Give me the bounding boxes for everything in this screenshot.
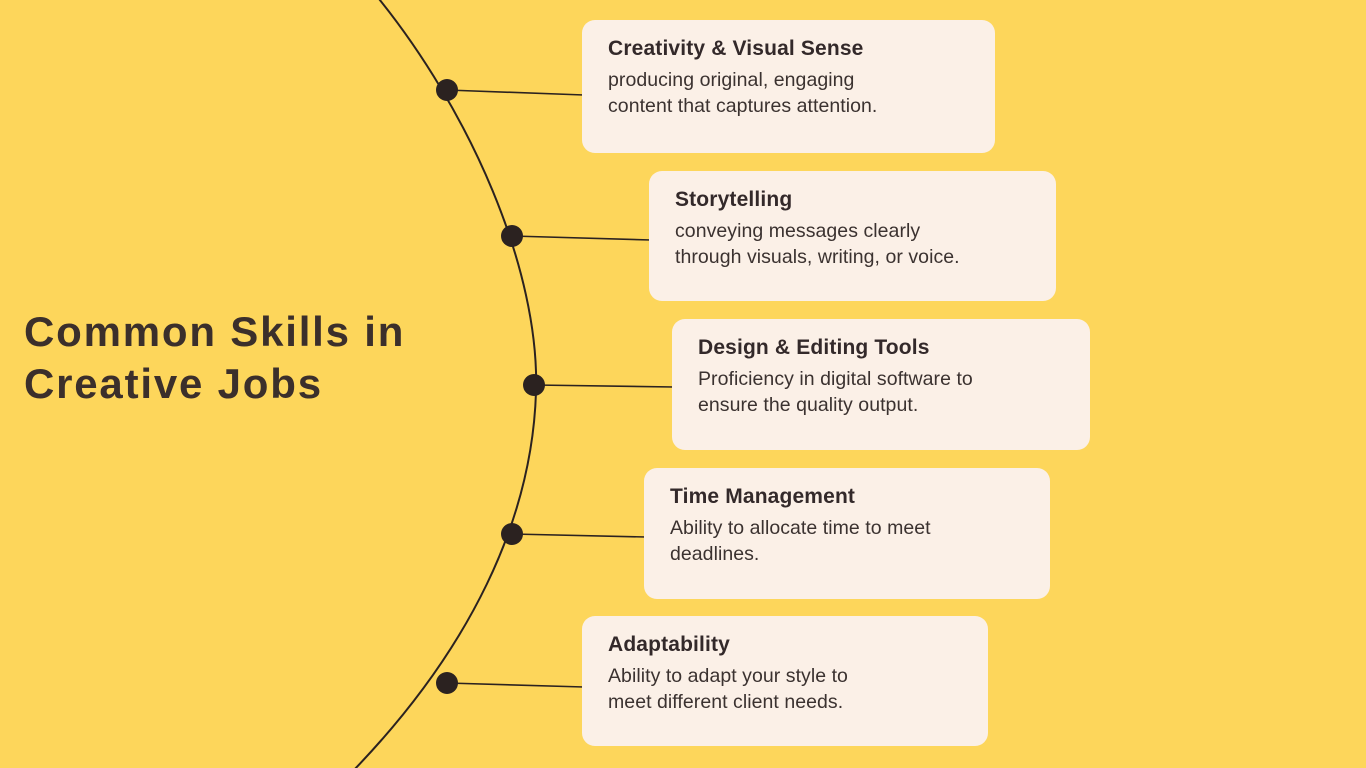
skill-card-title: Adaptability [608,633,730,656]
skill-card-description: producing original, engaging content tha… [608,69,878,117]
connector-line-5 [446,682,585,688]
skill-card-description: Ability to allocate time to meet deadlin… [670,517,931,565]
page-title: Common Skills in Creative Jobs [24,308,406,407]
node-dot-4 [501,523,523,545]
connector-line-2 [511,235,652,241]
connector-line-3 [533,384,675,388]
skill-card-title: Time Management [670,485,856,508]
connector-line-1 [446,89,585,96]
skill-card-description: Proficiency in digital software to ensur… [698,368,973,416]
skill-card-title: Storytelling [675,188,793,211]
skill-card-description: conveying messages clearly through visua… [675,220,960,268]
node-dot-5 [436,672,458,694]
skill-card-title: Design & Editing Tools [698,336,930,359]
node-dot-3 [523,374,545,396]
node-dot-1 [436,79,458,101]
skill-card-2: Storytelling conveying messages clearly t… [649,171,1056,301]
skill-card-description: Ability to adapt your style to meet diff… [608,665,848,713]
node-dot-2 [501,225,523,247]
connector-line-4 [511,533,647,538]
skill-card-title: Creativity & Visual Sense [608,37,864,60]
skill-card-1: Creativity & Visual Sense producing origi… [582,20,995,153]
